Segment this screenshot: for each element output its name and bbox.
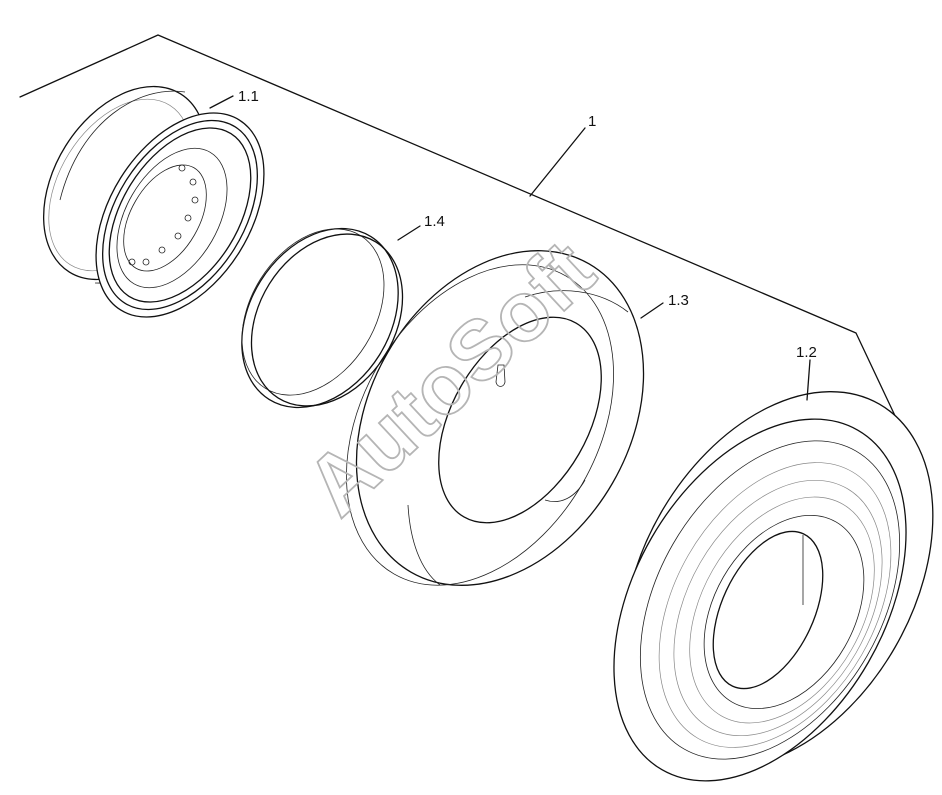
callout-1-2: 1.2 [796, 344, 817, 361]
tyre-leader-line [806, 359, 811, 401]
assembly-leader-line [529, 127, 586, 197]
assembly-bracket-line [19, 34, 898, 421]
callout-1-4: 1.4 [424, 213, 445, 230]
tube-part [346, 250, 645, 586]
tube-leader-line [640, 302, 664, 319]
rim-leader-line [209, 95, 234, 109]
flap-part [241, 227, 404, 409]
callout-1-1: 1.1 [238, 88, 259, 105]
flap-leader-line [397, 225, 421, 241]
callout-1-3: 1.3 [668, 292, 689, 309]
callout-1: 1 [588, 113, 596, 130]
tyre-part [613, 391, 934, 782]
rim-part [42, 85, 265, 318]
